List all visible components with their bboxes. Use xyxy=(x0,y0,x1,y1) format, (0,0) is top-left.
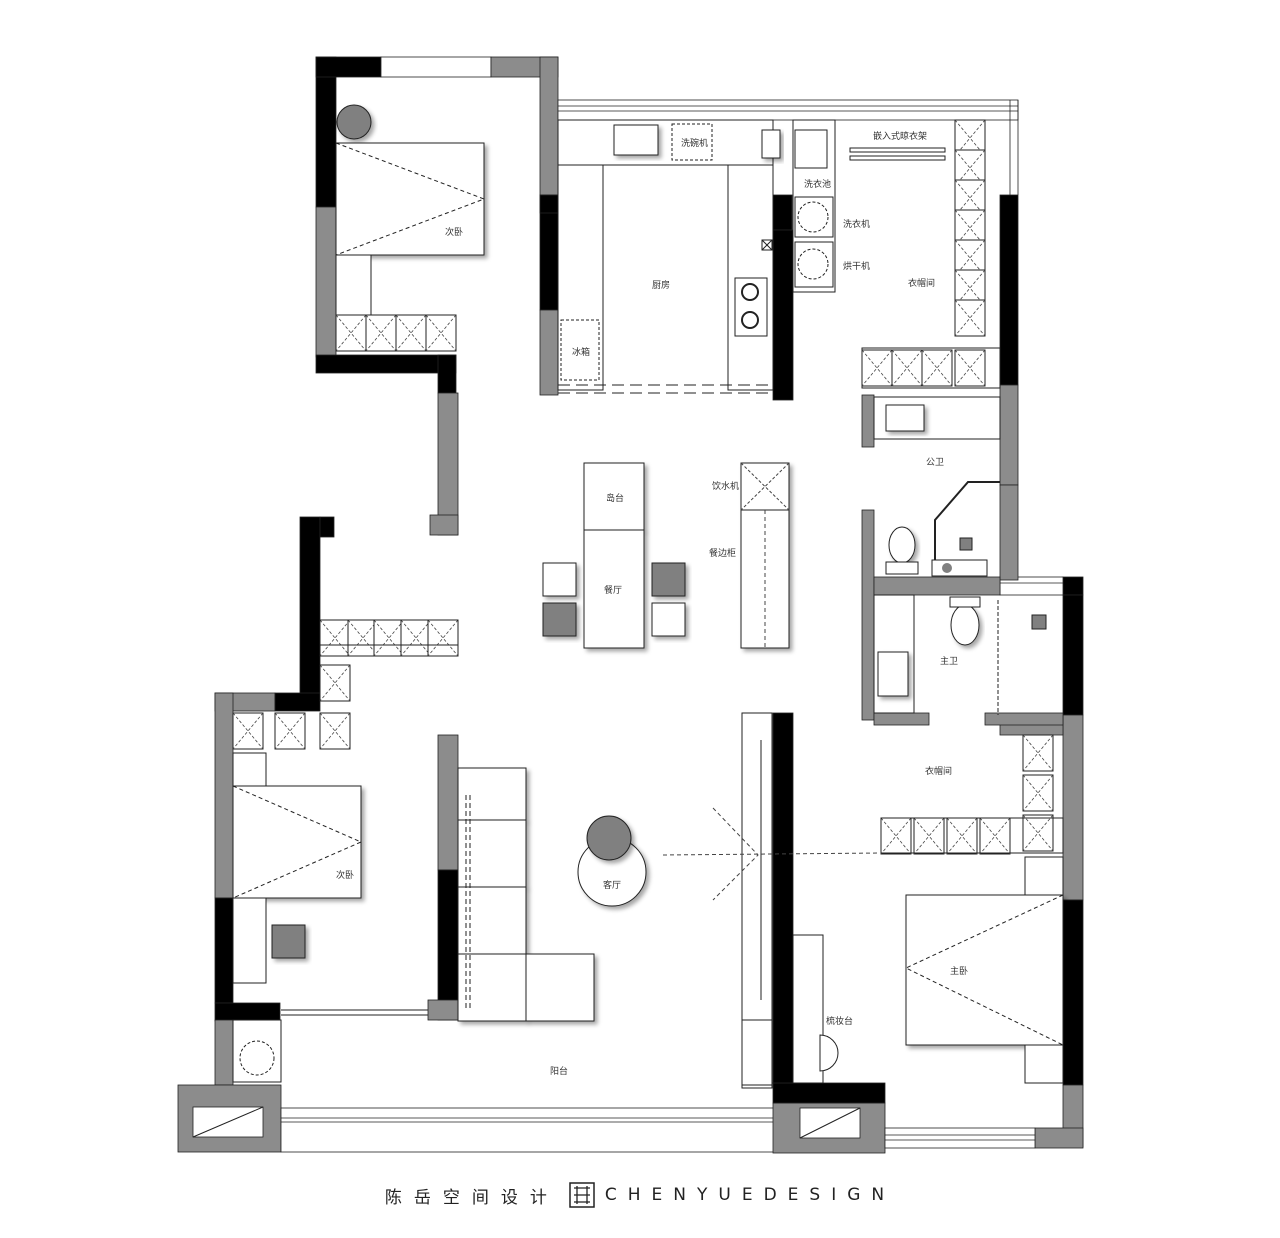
label-public-bathroom: 公卫 xyxy=(926,457,944,468)
label-laundry-sink: 洗衣池 xyxy=(804,178,831,190)
secondary-bedroom-1: 次卧 xyxy=(335,104,486,352)
label-master-bathroom: 主卫 xyxy=(940,655,958,667)
label-sideboard: 餐边柜 xyxy=(709,547,736,559)
company-name-en: CHENYUEDESIGN xyxy=(604,1185,896,1205)
label-dresser: 梳妆台 xyxy=(826,1015,853,1027)
label-secondary-bedroom-2: 次卧 xyxy=(336,869,354,881)
label-built-in-rack: 嵌入式晾衣架 xyxy=(873,130,927,142)
label-secondary-bedroom-1: 次卧 xyxy=(445,226,463,238)
label-refrigerator: 冰箱 xyxy=(572,346,590,358)
label-cloakroom-2: 衣帽间 xyxy=(925,765,952,777)
label-cloakroom-1: 衣帽间 xyxy=(908,277,935,289)
footer: 陈岳空间设计 CHENYUEDESIGN xyxy=(0,1180,1280,1210)
label-living-room: 客厅 xyxy=(603,879,621,891)
label-dining-room: 餐厅 xyxy=(604,584,622,596)
secondary-bedroom-2: 次卧 xyxy=(232,619,459,1083)
label-dishwasher: 洗碗机 xyxy=(681,137,708,149)
company-name-cn: 陈岳空间设计 xyxy=(384,1187,559,1208)
public-bathroom: 公卫 xyxy=(873,396,1001,577)
cloakroom-2: 衣帽间 xyxy=(880,734,1064,855)
label-island: 岛台 xyxy=(606,492,624,504)
label-washing-machine: 洗衣机 xyxy=(843,218,870,230)
master-bedroom: 主卧 梳妆台 xyxy=(741,856,1064,1086)
walls xyxy=(177,56,1084,1154)
master-bathroom: 主卫 xyxy=(873,594,1047,715)
label-water-dispenser: 饮水机 xyxy=(712,480,739,492)
dining-area: 岛台 餐厅 饮水机 餐边柜 xyxy=(542,462,790,649)
balcony: 阳台 xyxy=(281,1009,568,1077)
kitchen: 厨房 洗碗机 冰箱 xyxy=(557,119,781,394)
label-balcony: 阳台 xyxy=(550,1065,568,1077)
label-master-bedroom: 主卧 xyxy=(950,965,968,977)
label-dryer: 烘干机 xyxy=(843,260,870,272)
label-kitchen: 厨房 xyxy=(652,279,670,291)
company-logo-icon xyxy=(569,1182,595,1208)
laundry-cloakroom: 洗衣池 洗衣机 烘干机 嵌入式晾衣架 衣帽间 xyxy=(792,119,1001,389)
